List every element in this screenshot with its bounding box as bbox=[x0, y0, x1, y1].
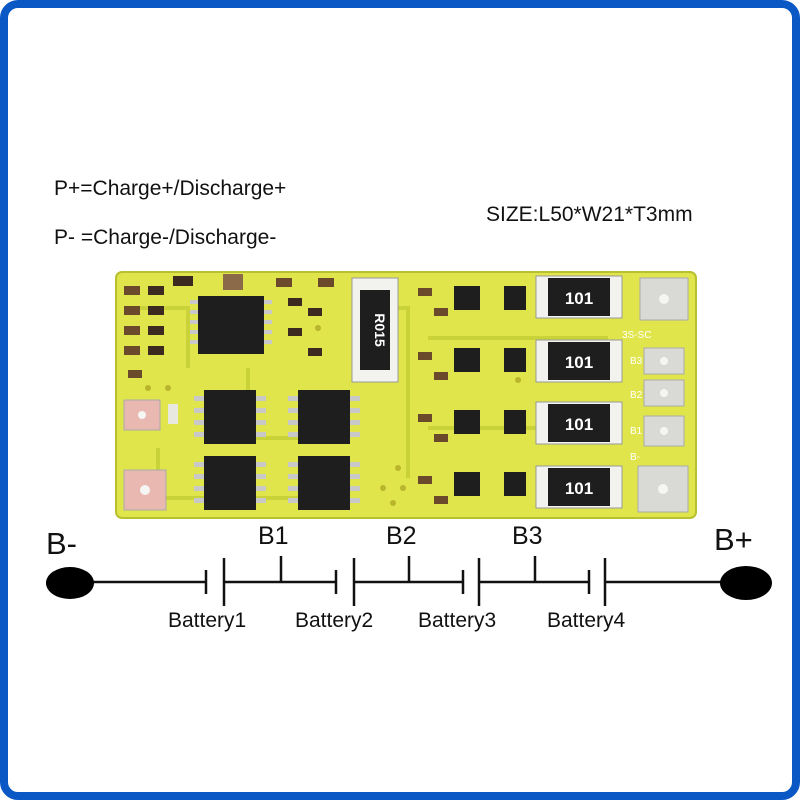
terminal-b-plus-label: B+ bbox=[714, 522, 753, 557]
protection-ic bbox=[190, 296, 272, 354]
battery3-label: Battery3 bbox=[418, 609, 497, 632]
size-label: SIZE:L50*W21*T3mm bbox=[486, 203, 693, 226]
shunt-marking-4: 101 bbox=[565, 479, 593, 498]
terminal-b-plus-dot bbox=[720, 566, 772, 600]
balance-transistors bbox=[454, 286, 526, 496]
pad-label-b3: B3 bbox=[630, 356, 643, 367]
pad-label-b1: B1 bbox=[630, 426, 643, 437]
pcb-and-wiring-diagram: R015 bbox=[46, 271, 772, 606]
node-b3-label: B3 bbox=[512, 522, 543, 550]
solder-pads bbox=[123, 277, 689, 513]
shunt-marking-3: 101 bbox=[565, 415, 593, 434]
legend-p-minus: P- =Charge-/Discharge- bbox=[54, 226, 277, 249]
shunt-marking-2: 101 bbox=[565, 353, 593, 372]
battery2-label: Battery2 bbox=[295, 609, 374, 632]
pad-label-bminus: B- bbox=[630, 452, 640, 463]
terminal-b-minus-dot bbox=[46, 567, 94, 599]
smd-components-left bbox=[124, 274, 334, 424]
sense-resistor: R015 bbox=[351, 277, 399, 383]
node-b2-label: B2 bbox=[386, 522, 417, 550]
legend-p-plus: P+=Charge+/Discharge+ bbox=[54, 177, 287, 200]
mosfet-chips bbox=[194, 390, 360, 510]
battery1-label: Battery1 bbox=[168, 609, 247, 632]
shunt-marking-1: 101 bbox=[565, 289, 593, 308]
node-b1-label: B1 bbox=[258, 522, 289, 550]
pad-label-3s-sc: 3S-SC bbox=[622, 330, 651, 341]
resistor-marking: R015 bbox=[372, 313, 388, 347]
battery-wiring bbox=[70, 556, 746, 606]
terminal-b-minus-label: B- bbox=[46, 526, 77, 561]
balance-resistors bbox=[535, 275, 623, 509]
pcb-board: R015 bbox=[115, 271, 697, 519]
battery4-label: Battery4 bbox=[547, 609, 626, 632]
pad-label-b2: B2 bbox=[630, 390, 643, 401]
